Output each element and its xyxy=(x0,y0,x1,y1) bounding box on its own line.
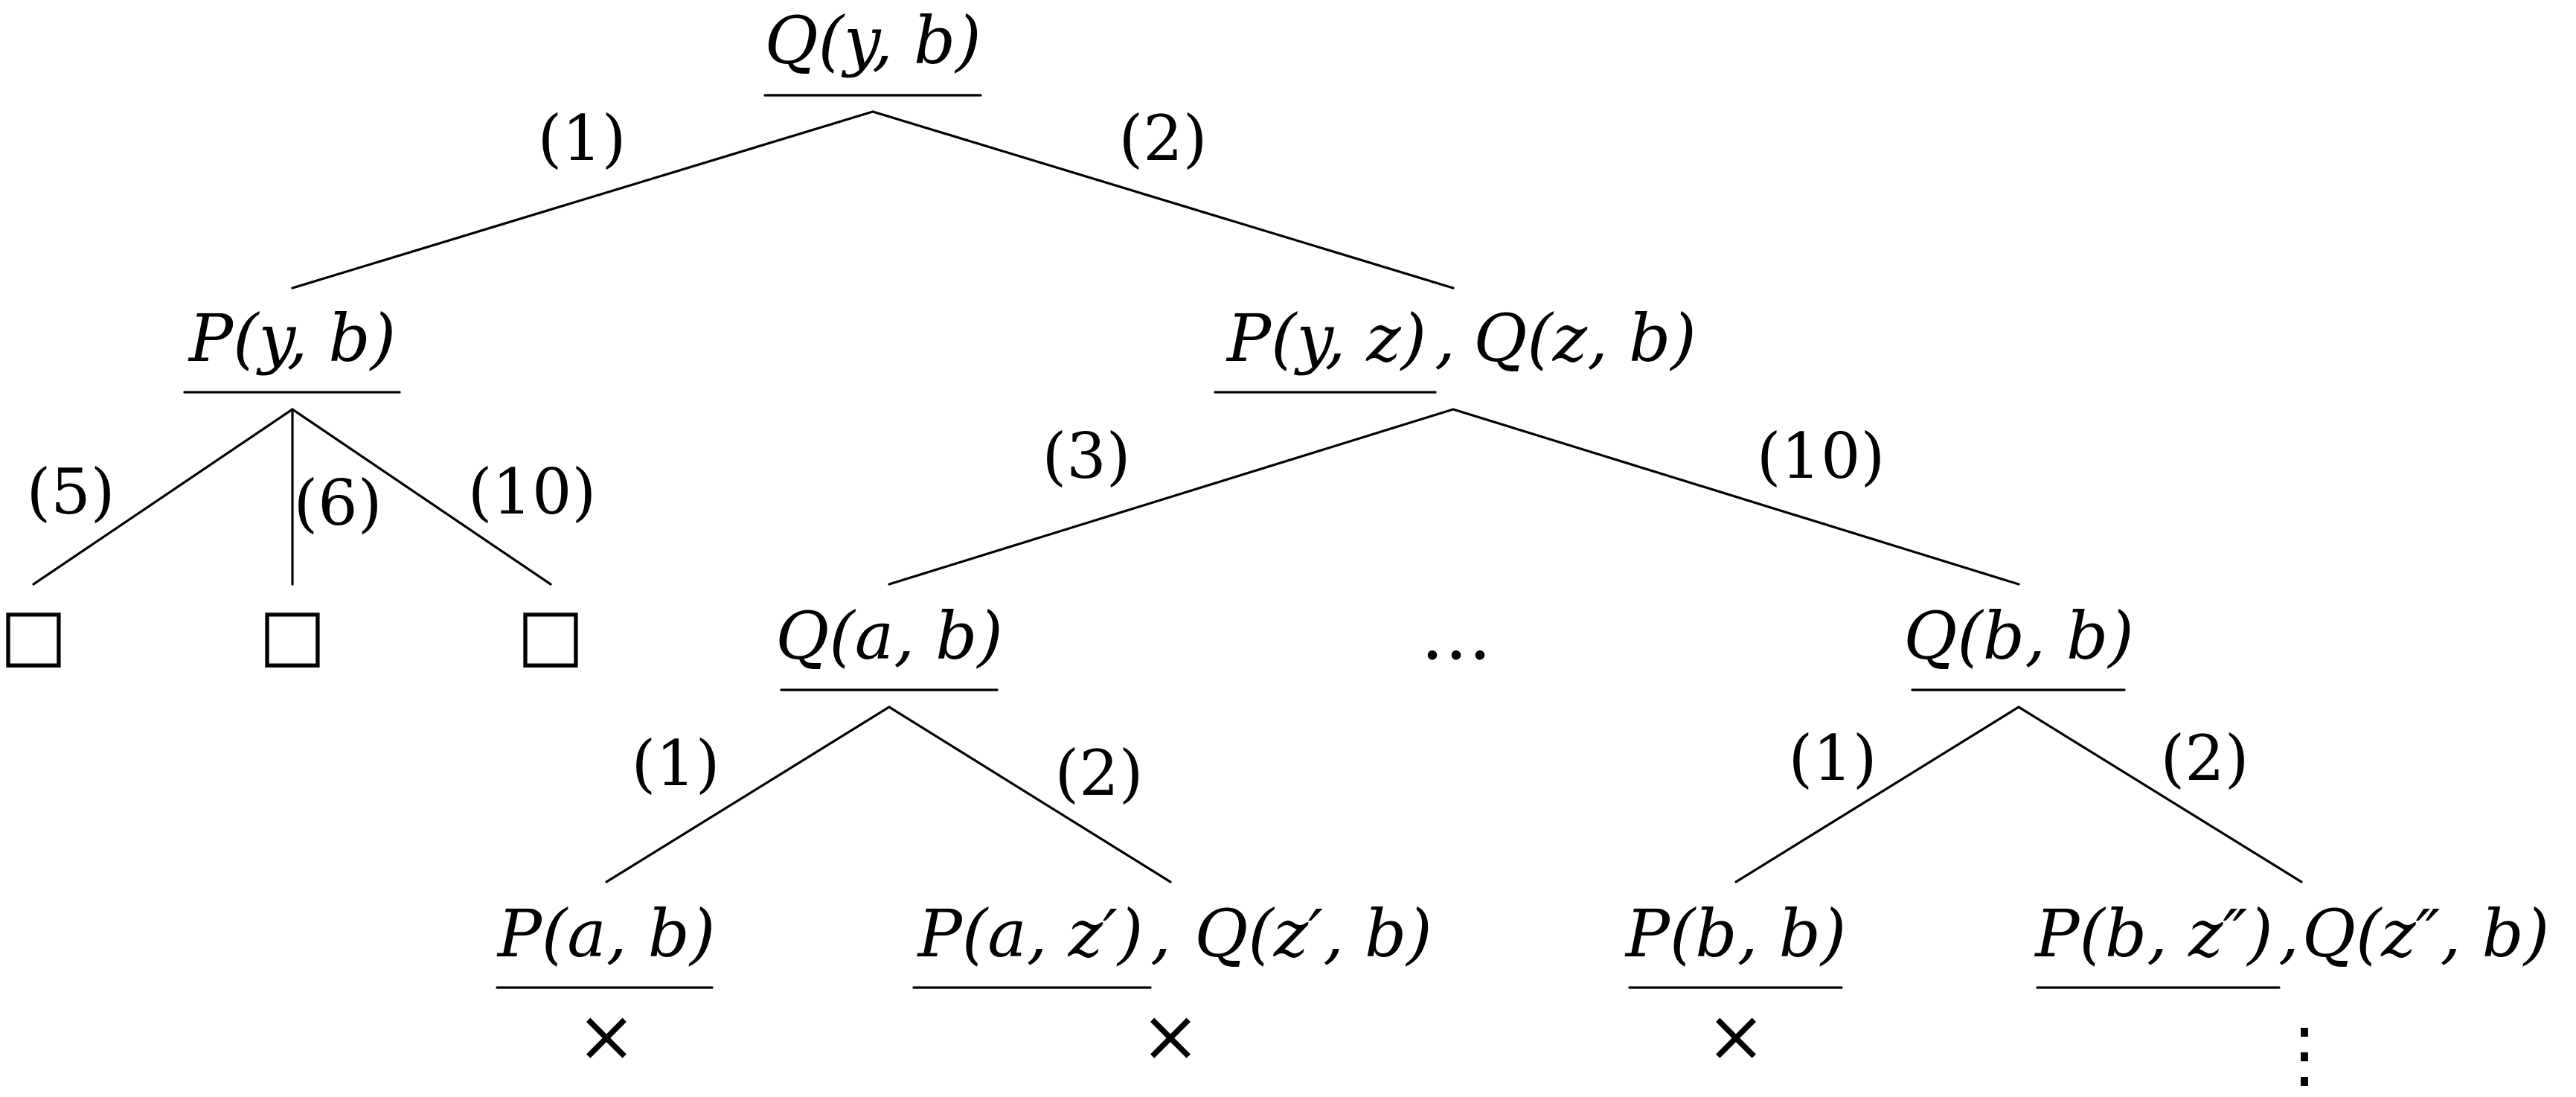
edge-root-right xyxy=(871,110,1455,290)
edge-label-right-qab: (3) xyxy=(1042,420,1131,493)
edge-left-success-1 xyxy=(32,408,294,586)
node-paz-sep: , xyxy=(1150,895,1171,972)
node-left-goal: P(y, b) xyxy=(188,300,396,377)
success-leaf-2: □ xyxy=(259,592,327,676)
node-qbb: Q(b, b) xyxy=(1903,598,2134,691)
edge-label-left-2: (6) xyxy=(294,467,382,540)
node-qab: Q(a, b) xyxy=(775,598,1003,691)
node-left: P(y, b) xyxy=(183,300,401,394)
node-qab-goal: Q(a, b) xyxy=(775,598,1003,674)
node-root-goal: Q(y, b) xyxy=(764,2,981,79)
node-right-sep: , xyxy=(1435,300,1455,377)
edge-qab-pab xyxy=(605,706,891,883)
edge-right-qbb xyxy=(1452,408,2020,586)
node-right-rest: Q(z, b) xyxy=(1473,300,1696,377)
edge-label-right-qbb: (10) xyxy=(1757,420,1885,493)
edge-root-left xyxy=(291,110,874,290)
edge-label-qab-paz: (2) xyxy=(1055,737,1144,810)
node-right: P(y, z) , Q(z, b) xyxy=(1214,300,1696,394)
edge-qab-paz xyxy=(888,706,1172,883)
success-leaf-3: □ xyxy=(517,592,585,676)
failure-leaf-paz: × xyxy=(1141,994,1200,1078)
edge-qbb-pbb xyxy=(1734,706,2020,883)
node-pab: P(a, b) xyxy=(496,895,716,989)
failure-leaf-pbb: × xyxy=(1706,994,1766,1078)
edge-qbb-pbz xyxy=(2017,706,2303,883)
node-root: Q(y, b) xyxy=(763,2,982,97)
edge-label-qab-pab: (1) xyxy=(632,727,720,800)
edge-label-qbb-pbz: (2) xyxy=(2161,722,2249,795)
edge-label-root-right: (2) xyxy=(1119,102,1208,175)
node-paz: P(a, z′) , Q(z′, b) xyxy=(912,895,1432,989)
edge-right-qab xyxy=(888,408,1455,586)
edge-left-success-3 xyxy=(291,408,552,586)
node-paz-rest: Q(z′, b) xyxy=(1194,895,1432,972)
node-pbb-goal: P(b, b) xyxy=(1624,895,1846,972)
node-qbb-goal: Q(b, b) xyxy=(1903,598,2133,674)
success-leaf-1: □ xyxy=(0,592,67,676)
continuation-vdots: ⋮ xyxy=(2269,1013,2340,1096)
edge-label-qbb-pbb: (1) xyxy=(1789,722,1877,795)
failure-leaf-pab: × xyxy=(577,994,636,1078)
node-pbb: P(b, b) xyxy=(1624,895,1846,989)
node-paz-selected: P(a, z′) xyxy=(917,895,1144,972)
node-pab-goal: P(a, b) xyxy=(496,895,716,972)
node-pbz: P(b, z″) , Q(z″, b) xyxy=(2034,895,2549,989)
node-pbz-selected: P(b, z″) xyxy=(2034,895,2272,972)
node-right-selected: P(y, z) xyxy=(1225,300,1426,377)
omitted-branches-ellipsis: … xyxy=(1420,592,1492,676)
node-pbz-rest: Q(z″, b) xyxy=(2302,895,2549,972)
edge-label-left-1: (5) xyxy=(27,455,115,528)
edge-label-root-left: (1) xyxy=(538,102,627,175)
edge-label-left-3: (10) xyxy=(468,455,596,528)
node-pbz-sep: , xyxy=(2278,895,2299,972)
